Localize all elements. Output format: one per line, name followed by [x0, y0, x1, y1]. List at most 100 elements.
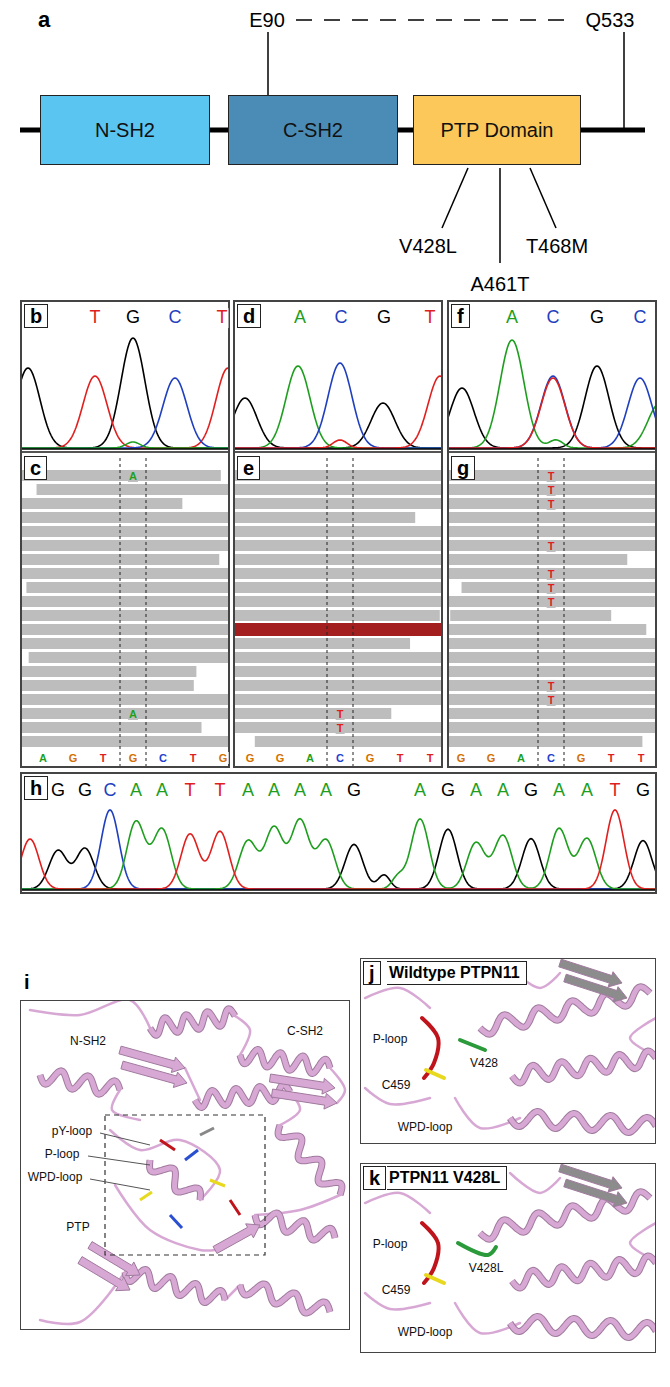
chromatogram-trace	[21, 810, 656, 889]
structure-label: N-SH2	[69, 1035, 107, 1048]
sequence-read	[235, 638, 410, 649]
reference-base: G	[456, 752, 467, 764]
leader-line	[88, 1156, 150, 1165]
panel-letter: a	[37, 8, 51, 32]
panel-divider	[233, 451, 443, 453]
leader-line	[90, 1179, 150, 1190]
sequence-read	[235, 708, 391, 719]
reference-base: G	[486, 752, 497, 764]
structure-label: C459	[381, 1079, 412, 1092]
domain-box: PTP Domain	[413, 95, 581, 165]
chromatogram-baseline	[21, 889, 656, 891]
read-base: T	[336, 707, 345, 719]
sequence-read	[449, 526, 655, 537]
chromatogram-trace	[448, 340, 656, 448]
panel-letter: i	[21, 971, 33, 995]
chromatogram-trace	[21, 368, 229, 448]
panel-letter: b	[24, 304, 48, 328]
reference-base: T	[396, 752, 405, 764]
read-base: T	[547, 469, 556, 481]
variant-column-line	[353, 458, 354, 766]
base-call: A	[496, 781, 510, 801]
position-tick	[623, 32, 625, 128]
loop	[630, 1223, 655, 1258]
structure-label: V428L	[468, 1262, 505, 1275]
panel-divider	[447, 451, 657, 453]
base-call: A	[580, 781, 594, 801]
panel-letter: e	[237, 456, 260, 480]
reference-base: C	[158, 752, 168, 764]
sequence-read	[22, 638, 228, 649]
sequence-read	[449, 484, 655, 495]
sequence-read	[235, 680, 441, 691]
read-alignment	[20, 452, 657, 766]
protein-backbone	[20, 128, 645, 133]
chromatogram-trace	[21, 338, 229, 448]
alpha-helix	[278, 1125, 342, 1195]
base-call: A	[155, 781, 169, 801]
sequence-read	[235, 666, 441, 677]
sequence-read	[235, 540, 441, 551]
helix-outline	[150, 1009, 235, 1035]
alpha-helix	[480, 987, 650, 1034]
sequence-read	[449, 638, 655, 649]
sequence-read	[235, 498, 441, 509]
sequence-read	[449, 624, 646, 635]
chromatogram-baseline	[234, 448, 442, 450]
loop	[510, 1173, 560, 1193]
loop	[30, 1001, 150, 1028]
cysteine-stick	[426, 1275, 444, 1283]
loop	[185, 1068, 200, 1100]
read-base: T	[547, 483, 556, 495]
sequence-read	[235, 610, 440, 621]
base-call: C	[633, 308, 648, 328]
panel-letter: d	[237, 304, 261, 328]
loop	[365, 1193, 430, 1213]
structure-label: C-SH2	[286, 1025, 324, 1038]
helix-outline	[40, 1071, 120, 1094]
sequence-read	[449, 568, 655, 579]
panel-title: Wildtype PTPN11	[387, 961, 527, 985]
reference-base: G	[576, 752, 587, 764]
domain-map	[20, 20, 645, 263]
beta-strand	[78, 1257, 130, 1291]
loop	[630, 1018, 655, 1053]
base-call: A	[505, 308, 519, 328]
loop	[365, 988, 430, 1008]
domain-name: C-SH2	[283, 119, 343, 142]
mutation-leader	[442, 168, 468, 228]
sequence-read	[22, 722, 202, 733]
chromatogram-trace	[448, 378, 656, 448]
reference-base: T	[189, 752, 198, 764]
helix-outline	[255, 1213, 335, 1240]
sequence-read	[22, 540, 228, 551]
variant-column-line	[327, 458, 328, 766]
zoom-region	[105, 1115, 265, 1255]
reference-base: G	[218, 752, 229, 764]
base-call: G	[523, 781, 539, 801]
sequence-read	[235, 596, 441, 607]
reference-base: A	[305, 752, 315, 764]
sequence-read	[235, 568, 441, 579]
base-call: A	[241, 781, 255, 801]
reference-base: G	[275, 752, 286, 764]
chromatogram	[448, 340, 656, 449]
base-call: T	[89, 308, 102, 328]
loop	[110, 1130, 220, 1200]
sequence-read	[450, 610, 611, 621]
residue-label: E90	[248, 9, 286, 31]
residue-stick	[230, 1200, 240, 1215]
alpha-helix	[480, 1192, 650, 1239]
base-call: C	[546, 308, 561, 328]
base-call: G	[635, 781, 651, 801]
base-call: A	[267, 781, 281, 801]
chromatogram-trace	[448, 376, 656, 448]
variant-column-line	[538, 458, 539, 766]
base-call: T	[216, 308, 229, 328]
base-call: C	[168, 308, 183, 328]
sequence-read	[449, 596, 655, 607]
reference-base: C	[335, 752, 345, 764]
helix-outline	[480, 987, 650, 1034]
base-call: G	[346, 781, 362, 801]
protein-structure-zoom	[365, 1164, 655, 1337]
